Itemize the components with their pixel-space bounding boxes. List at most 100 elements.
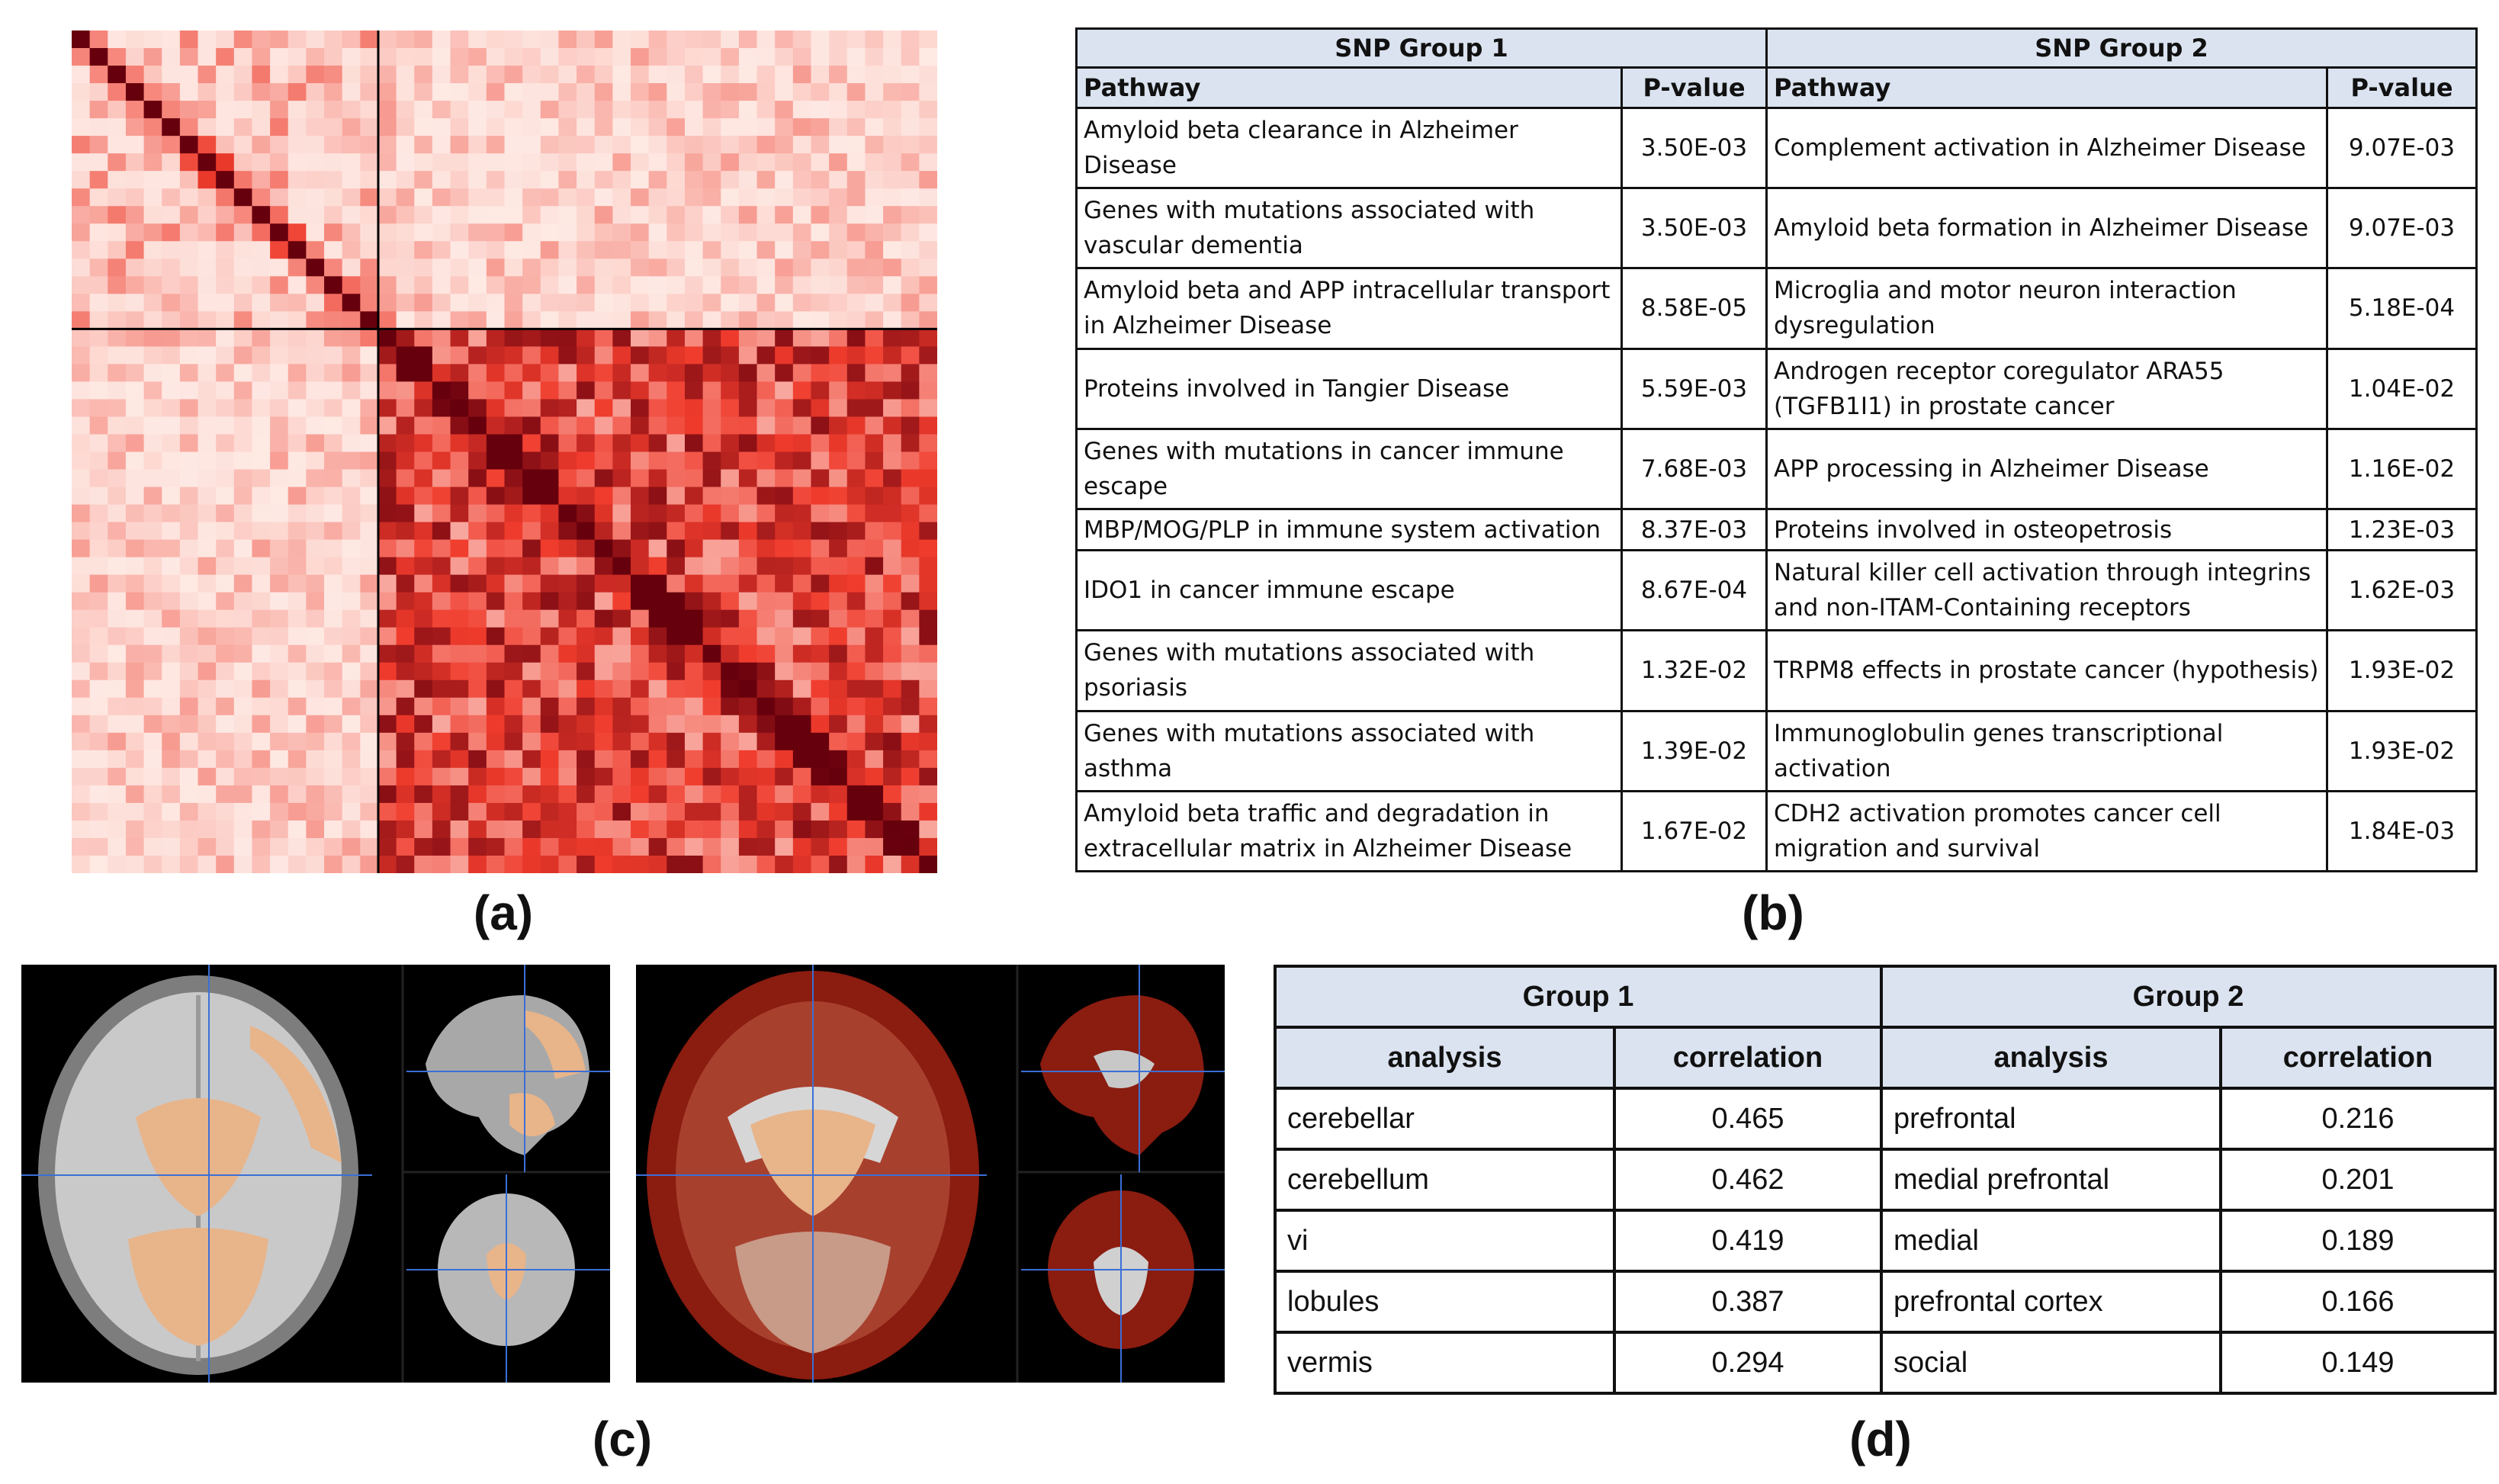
- heatmap-cell: [865, 188, 884, 207]
- heatmap-cell: [324, 802, 343, 821]
- heatmap-cell: [414, 574, 433, 593]
- heatmap-cell: [702, 557, 721, 576]
- heatmap-cell: [252, 206, 271, 224]
- heatmap-cell: [143, 837, 162, 856]
- heatmap-cell: [450, 311, 469, 329]
- heatmap-cell: [89, 679, 108, 699]
- heatmap-cell: [811, 469, 830, 488]
- heatmap-cell: [829, 101, 848, 119]
- heatmap-cell: [702, 802, 721, 821]
- heatmap-cell: [324, 750, 343, 769]
- heatmap-cell: [522, 837, 541, 856]
- heatmap-cell: [342, 837, 361, 856]
- heatmap-cell: [143, 83, 162, 101]
- heatmap-cell: [342, 276, 361, 294]
- heatmap-cell: [648, 346, 667, 365]
- heatmap-cell: [342, 592, 361, 611]
- heatmap-cell: [811, 855, 830, 874]
- heatmap-cell: [306, 434, 325, 452]
- heatmap-cell: [792, 101, 811, 119]
- heatmap-cell: [901, 451, 920, 471]
- heatmap-cell: [233, 627, 252, 646]
- heatmap-cell: [792, 451, 811, 471]
- heatmap-cell: [540, 767, 559, 786]
- heatmap-cell: [901, 487, 920, 506]
- heatmap-cell: [324, 785, 343, 804]
- heatmap-cell: [811, 767, 830, 786]
- heatmap-cell: [919, 83, 938, 101]
- heatmap-cell: [775, 241, 794, 259]
- heatmap-cell: [522, 732, 541, 751]
- heatmap-cell: [287, 662, 307, 681]
- heatmap-cell: [846, 785, 866, 804]
- heatmap-cell: [162, 750, 181, 769]
- heatmap-cell: [775, 855, 794, 874]
- heatmap-cell: [846, 434, 866, 452]
- heatmap-cell: [342, 136, 361, 154]
- heatmap-cell: [468, 469, 487, 488]
- heatmap-cell: [72, 364, 91, 382]
- heatmap-cell: [216, 294, 235, 312]
- heatmap-cell: [792, 48, 811, 66]
- heatmap-cell: [125, 434, 145, 452]
- heatmap-cell: [775, 101, 794, 119]
- heatmap-cell: [377, 381, 397, 400]
- heatmap-cell: [396, 364, 415, 382]
- heatmap-cell: [198, 381, 217, 400]
- heatmap-cell: [792, 153, 811, 172]
- heatmap-cell: [738, 416, 758, 435]
- heatmap-cell: [162, 241, 181, 259]
- heatmap-cell: [270, 381, 289, 400]
- heatmap-cell: [631, 802, 650, 821]
- heatmap-cell: [270, 627, 289, 646]
- heatmap-cell: [738, 662, 758, 681]
- heatmap-cell: [432, 416, 451, 435]
- heatmap-cell: [143, 223, 162, 242]
- heatmap-cell: [108, 276, 127, 294]
- heatmap-cell: [432, 381, 451, 400]
- heatmap-cell: [631, 679, 650, 699]
- heatmap-cell: [901, 311, 920, 329]
- heatmap-cell: [792, 66, 811, 84]
- heatmap-cell: [414, 399, 433, 417]
- heatmap-cell: [306, 697, 325, 716]
- heatmap-cell: [377, 399, 397, 417]
- heatmap-cell: [162, 206, 181, 224]
- heatmap-cell: [667, 750, 686, 769]
- heatmap-cell: [486, 311, 505, 329]
- heatmap-cell: [414, 416, 433, 435]
- heatmap-cell: [198, 259, 217, 277]
- heatmap-cell: [468, 785, 487, 804]
- heatmap-cell: [306, 153, 325, 172]
- correlation-table: Group 1 Group 2 analysis correlation ana…: [1274, 965, 2497, 1395]
- heatmap-cell: [414, 381, 433, 400]
- heatmap-cell: [865, 311, 884, 329]
- heatmap-cell: [252, 802, 271, 821]
- heatmap-cell: [486, 609, 505, 628]
- heatmap-cell: [342, 153, 361, 172]
- heatmap-cell: [846, 311, 866, 329]
- pathway-cell: CDH2 activation promotes cancer cell mig…: [1765, 789, 2329, 873]
- heatmap-cell: [377, 627, 397, 646]
- heatmap-cell: [775, 223, 794, 242]
- heatmap-cell: [558, 837, 577, 856]
- heatmap-cell: [792, 785, 811, 804]
- heatmap-cell: [72, 644, 91, 663]
- heatmap-cell: [684, 715, 704, 734]
- heatmap-cell: [377, 66, 397, 84]
- heatmap-cell: [738, 469, 758, 488]
- heatmap-cell: [667, 820, 686, 839]
- heatmap-cell: [846, 557, 866, 576]
- heatmap-cell: [72, 153, 91, 172]
- heatmap-cell: [901, 329, 920, 347]
- heatmap-cell: [198, 416, 217, 435]
- heatmap-cell: [324, 31, 343, 49]
- heatmap-cell: [179, 715, 199, 734]
- heatmap-cell: [468, 83, 487, 101]
- heatmap-cell: [558, 679, 577, 699]
- heatmap-cell: [324, 434, 343, 452]
- heatmap-cell: [432, 101, 451, 119]
- heatmap-cell: [901, 750, 920, 769]
- heatmap-cell: [450, 487, 469, 506]
- heatmap-cell: [829, 223, 848, 242]
